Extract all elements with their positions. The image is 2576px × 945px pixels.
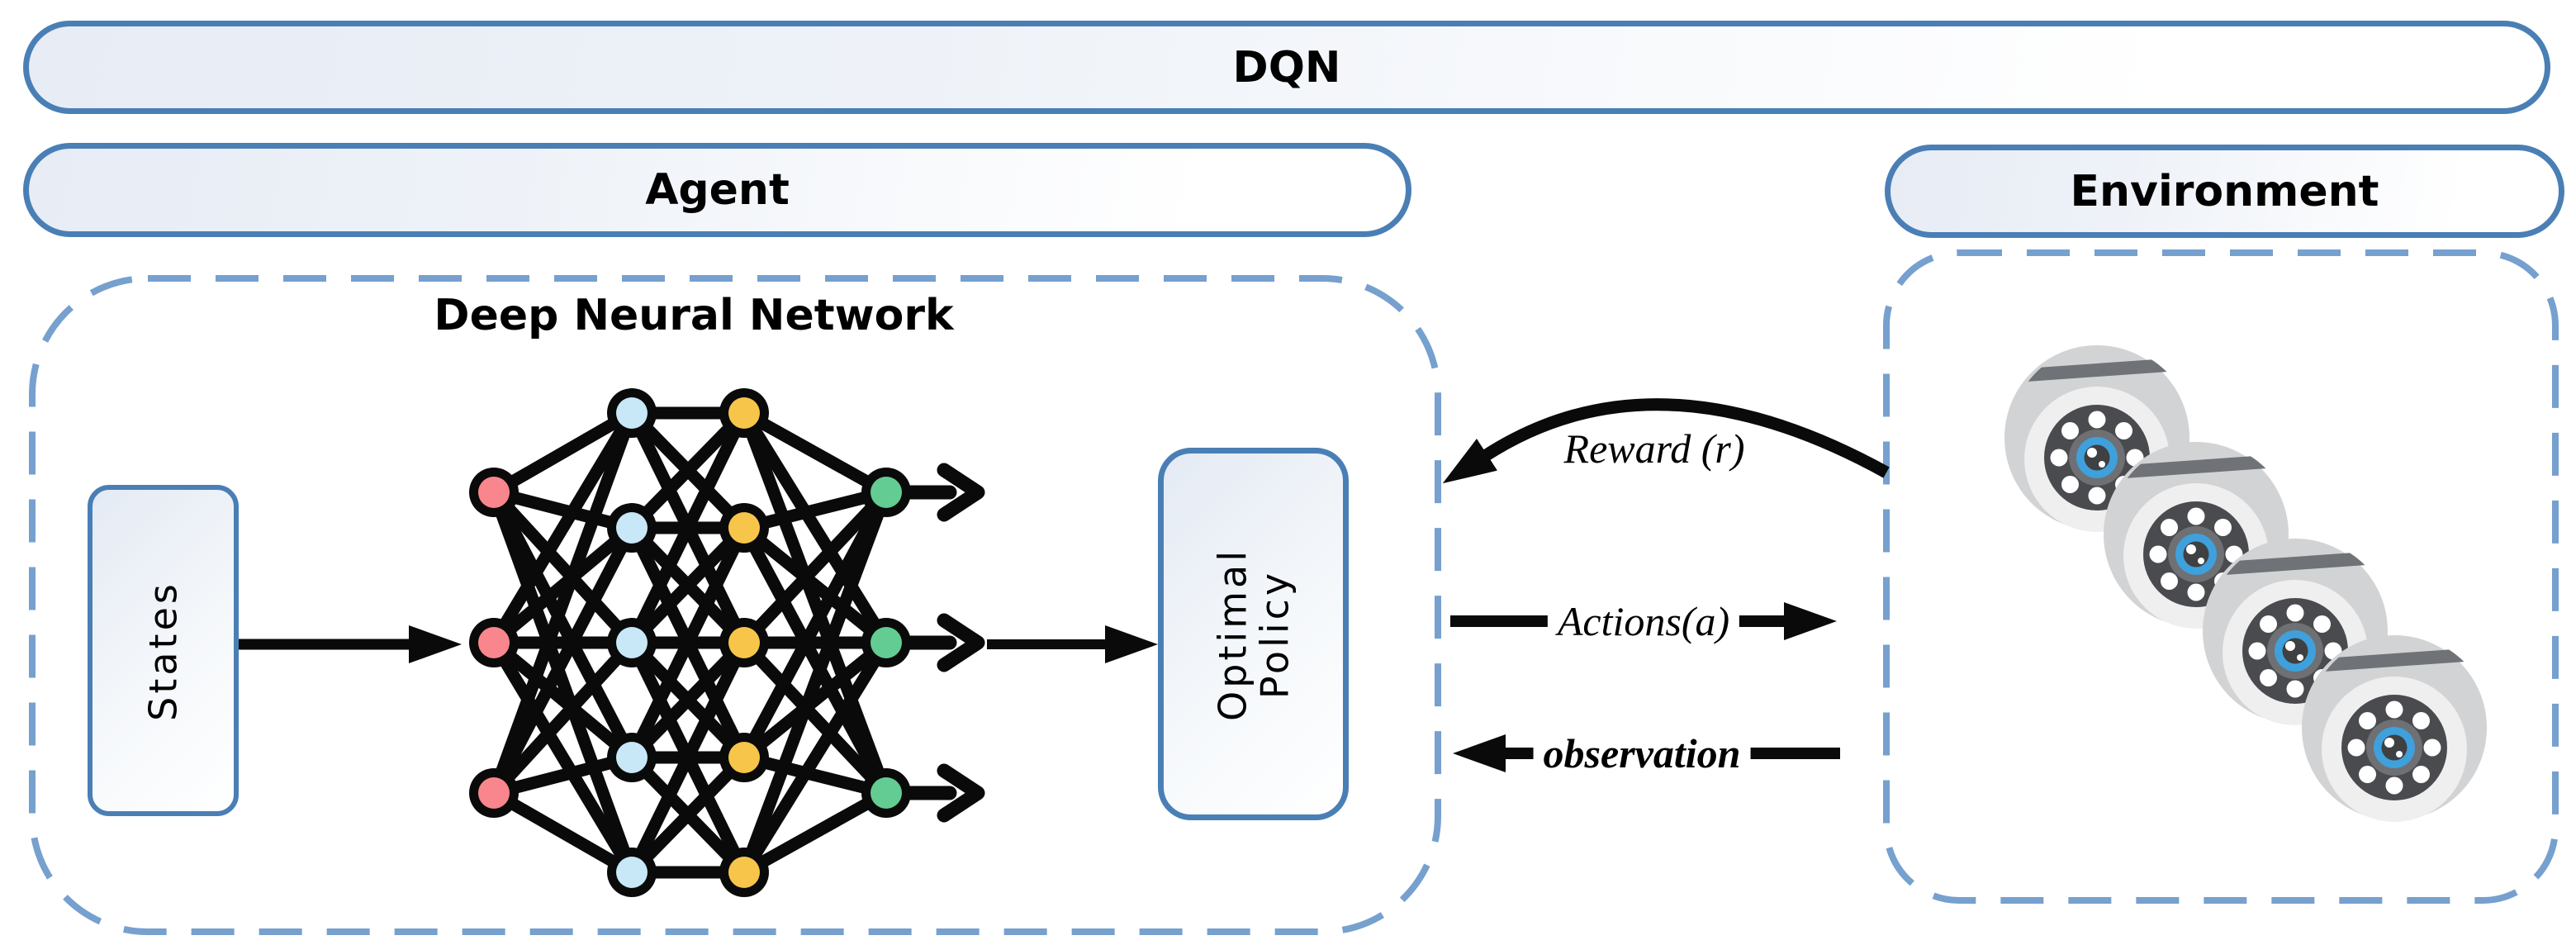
states-box: States	[88, 485, 239, 816]
network-node	[616, 627, 648, 658]
network-edge	[738, 521, 893, 649]
network-edge	[625, 636, 751, 879]
network-edge	[487, 486, 638, 879]
network-node	[616, 512, 648, 544]
network-node	[728, 857, 760, 888]
network-edge	[487, 636, 638, 879]
network-edge	[738, 636, 893, 764]
network-node	[616, 857, 648, 888]
agent-banner: Agent	[23, 143, 1411, 237]
output-arrow-head	[937, 613, 985, 672]
network-edge	[487, 486, 638, 649]
network-node	[478, 477, 510, 508]
network-edge	[738, 406, 893, 499]
network-edge	[625, 751, 751, 879]
reward-label: Reward (r)	[1563, 425, 1745, 472]
network-node	[616, 397, 648, 429]
network-edge	[625, 521, 751, 764]
dqn-banner: DQN	[23, 21, 2550, 114]
network-edge	[487, 406, 638, 649]
network-edge	[738, 486, 893, 764]
network-edge	[738, 486, 893, 879]
network-edge	[738, 521, 893, 800]
network-edge	[738, 406, 893, 649]
camera-cluster	[1986, 345, 2505, 822]
states-label: States	[140, 580, 186, 721]
network-node	[478, 777, 510, 809]
agent-banner-label: Agent	[645, 165, 790, 215]
network-edge	[625, 406, 751, 534]
network-edge	[487, 636, 638, 800]
optimal-policy-label: Optimal Policy	[1209, 547, 1297, 721]
network-edge	[625, 406, 751, 649]
network-edge	[487, 406, 638, 800]
output-arrow-head	[937, 463, 985, 522]
output-arrow-head	[937, 763, 985, 823]
network-edge	[738, 636, 893, 800]
network-edge	[738, 786, 893, 879]
optimal-policy-box: Optimal Policy	[1158, 448, 1349, 820]
network-edge	[738, 406, 893, 800]
reward-arrow	[1442, 398, 1890, 484]
network-edge	[625, 521, 751, 649]
network-node	[728, 627, 760, 658]
observation-label: observation	[1533, 729, 1751, 777]
dnn-title: Deep Neural Network	[434, 291, 954, 340]
network-node	[728, 512, 760, 544]
neural-network-icon	[469, 388, 985, 897]
network-edge	[487, 406, 638, 499]
network-edge	[487, 636, 638, 764]
environment-banner: Environment	[1885, 145, 2564, 238]
environment-banner-label: Environment	[2070, 166, 2379, 216]
network-node	[871, 477, 902, 508]
network-node	[616, 742, 648, 773]
network-node	[728, 742, 760, 773]
network-edge	[738, 636, 893, 879]
actions-label: Actions(a)	[1547, 597, 1740, 645]
network-node	[728, 397, 760, 429]
dqn-banner-label: DQN	[1232, 42, 1341, 93]
network-edge	[738, 486, 893, 649]
network-edge	[487, 486, 638, 764]
network-node	[871, 627, 902, 658]
network-edge	[625, 636, 751, 764]
network-node	[478, 627, 510, 658]
network-edge	[487, 521, 638, 800]
environment-dashed-box	[1883, 249, 2559, 904]
network-edge	[487, 786, 638, 879]
network-node	[871, 777, 902, 809]
agent-dashed-box	[29, 275, 1441, 935]
